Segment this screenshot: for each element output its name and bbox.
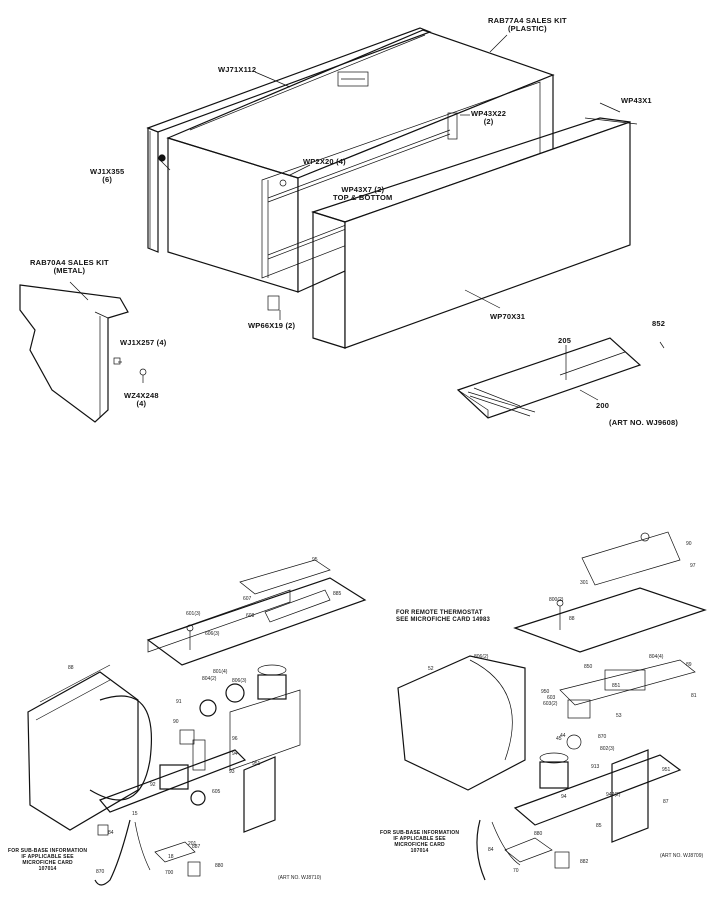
louver-grille-200 <box>456 337 642 419</box>
left-callout: 90 <box>173 719 179 725</box>
right-callout: 90 <box>686 541 692 547</box>
right-callout: 87 <box>663 799 669 805</box>
wp43x22-label: WP43X22(2) <box>471 109 507 126</box>
left-callout: 880 <box>215 863 224 869</box>
right-callout: 94 <box>561 794 567 800</box>
wp66x19-clip <box>267 295 280 311</box>
left-callout: 608 <box>246 613 255 619</box>
wj71x112-label: WJ71X112 <box>218 65 257 74</box>
right-callout: 81 <box>691 693 697 699</box>
wp70x31-label: WP70X31 <box>490 312 526 321</box>
wj1x257-label: WJ1X257 (4) <box>120 338 167 347</box>
left-callout: 951 <box>252 761 261 767</box>
left-callout: 95 <box>312 557 318 563</box>
left-callout: 806(3) <box>232 678 247 684</box>
left-callout: 201 <box>188 841 197 847</box>
ref-852-label: 852 <box>652 319 666 328</box>
right-callout: 85 <box>596 823 602 829</box>
wz4x248-label: WZ4X248(4) <box>124 391 159 408</box>
right-callout: 70 <box>513 868 519 874</box>
art-no-top-label: (ART NO. WJ9608) <box>609 418 679 427</box>
left-callout: 605 <box>212 789 221 795</box>
right-callout: 84 <box>488 847 494 853</box>
left-callout: 870 <box>96 869 105 875</box>
left-callout: 607 <box>243 596 252 602</box>
right-callout: 806(2) <box>474 654 489 660</box>
left-callout: 885 <box>333 591 342 597</box>
left-callout: 92 <box>150 782 156 788</box>
left-callout: 700 <box>165 870 174 876</box>
left-callout: 84 <box>108 830 114 836</box>
right-callout: 942(2) <box>606 792 621 798</box>
right-callout: 603(2) <box>543 701 558 707</box>
wj1x355-label: WJ1X355(6) <box>90 167 125 184</box>
right-callout: 880 <box>534 831 543 837</box>
wp2x20-label: WP2X20 (4) <box>303 157 346 166</box>
left-callout: 93 <box>229 769 235 775</box>
left-callout: 606(3) <box>205 631 220 637</box>
left-chassis-assembly <box>27 559 367 886</box>
right-callout: 44 <box>560 733 566 739</box>
right-callout: 951 <box>662 767 671 773</box>
leader-lines-top <box>69 34 621 401</box>
right-callout: 882 <box>580 859 589 865</box>
outer-case-panel <box>311 117 638 349</box>
left-callout: 887 <box>192 844 201 850</box>
sales-kit-plastic-label: RAB77A4 SALES KIT(PLASTIC) <box>488 16 567 33</box>
left-callout: 96 <box>232 736 238 742</box>
wp43x1-label: WP43X1 <box>621 96 652 105</box>
right-callout: 89 <box>686 662 692 668</box>
left-callout: 804(2) <box>202 676 217 682</box>
ref-200-label: 200 <box>596 401 610 410</box>
ref-205-label: 205 <box>558 336 572 345</box>
right-callout: 950 <box>541 689 550 695</box>
art-no-left-label: (ART NO. WJ8710) <box>278 875 322 881</box>
right-callout: 850 <box>584 664 593 670</box>
left-callout: 94 <box>232 751 238 757</box>
left-callout: 15 <box>132 811 138 817</box>
left-callout: 91 <box>176 699 182 705</box>
right-callout: 851 <box>612 683 621 689</box>
sales-kit-metal-label: RAB70A4 SALES KIT(METAL) <box>30 258 109 275</box>
art-no-right-label: (ART NO. WJ8709) <box>660 853 704 859</box>
left-callout: 801(4) <box>213 669 228 675</box>
right-callout: 45 <box>556 736 562 742</box>
right-callout: 913 <box>591 764 600 770</box>
right-callout: 800(2) <box>549 597 564 603</box>
screw-852 <box>659 341 665 349</box>
metal-side-bracket <box>19 284 147 423</box>
right-callout: 603 <box>547 695 556 701</box>
right-callout: 88 <box>569 616 575 622</box>
right-callout: 802(3) <box>600 746 615 752</box>
wp43x7-label: WP43X7 (2)TOP & BOTTOM <box>333 185 393 202</box>
right-callout: 97 <box>690 563 696 569</box>
right-callout: 53 <box>616 713 622 719</box>
right-chassis-assembly <box>397 531 707 881</box>
right-callout: 804(4) <box>649 654 664 660</box>
right-callout: 870 <box>598 734 607 740</box>
right-callout: 301 <box>580 580 589 586</box>
right-callout: 52 <box>428 666 434 672</box>
left-callout: 88 <box>68 665 74 671</box>
left-callout: 18 <box>168 854 174 860</box>
wp66x19-label: WP66X19 (2) <box>248 321 296 330</box>
left-callout: 601(3) <box>186 611 201 617</box>
